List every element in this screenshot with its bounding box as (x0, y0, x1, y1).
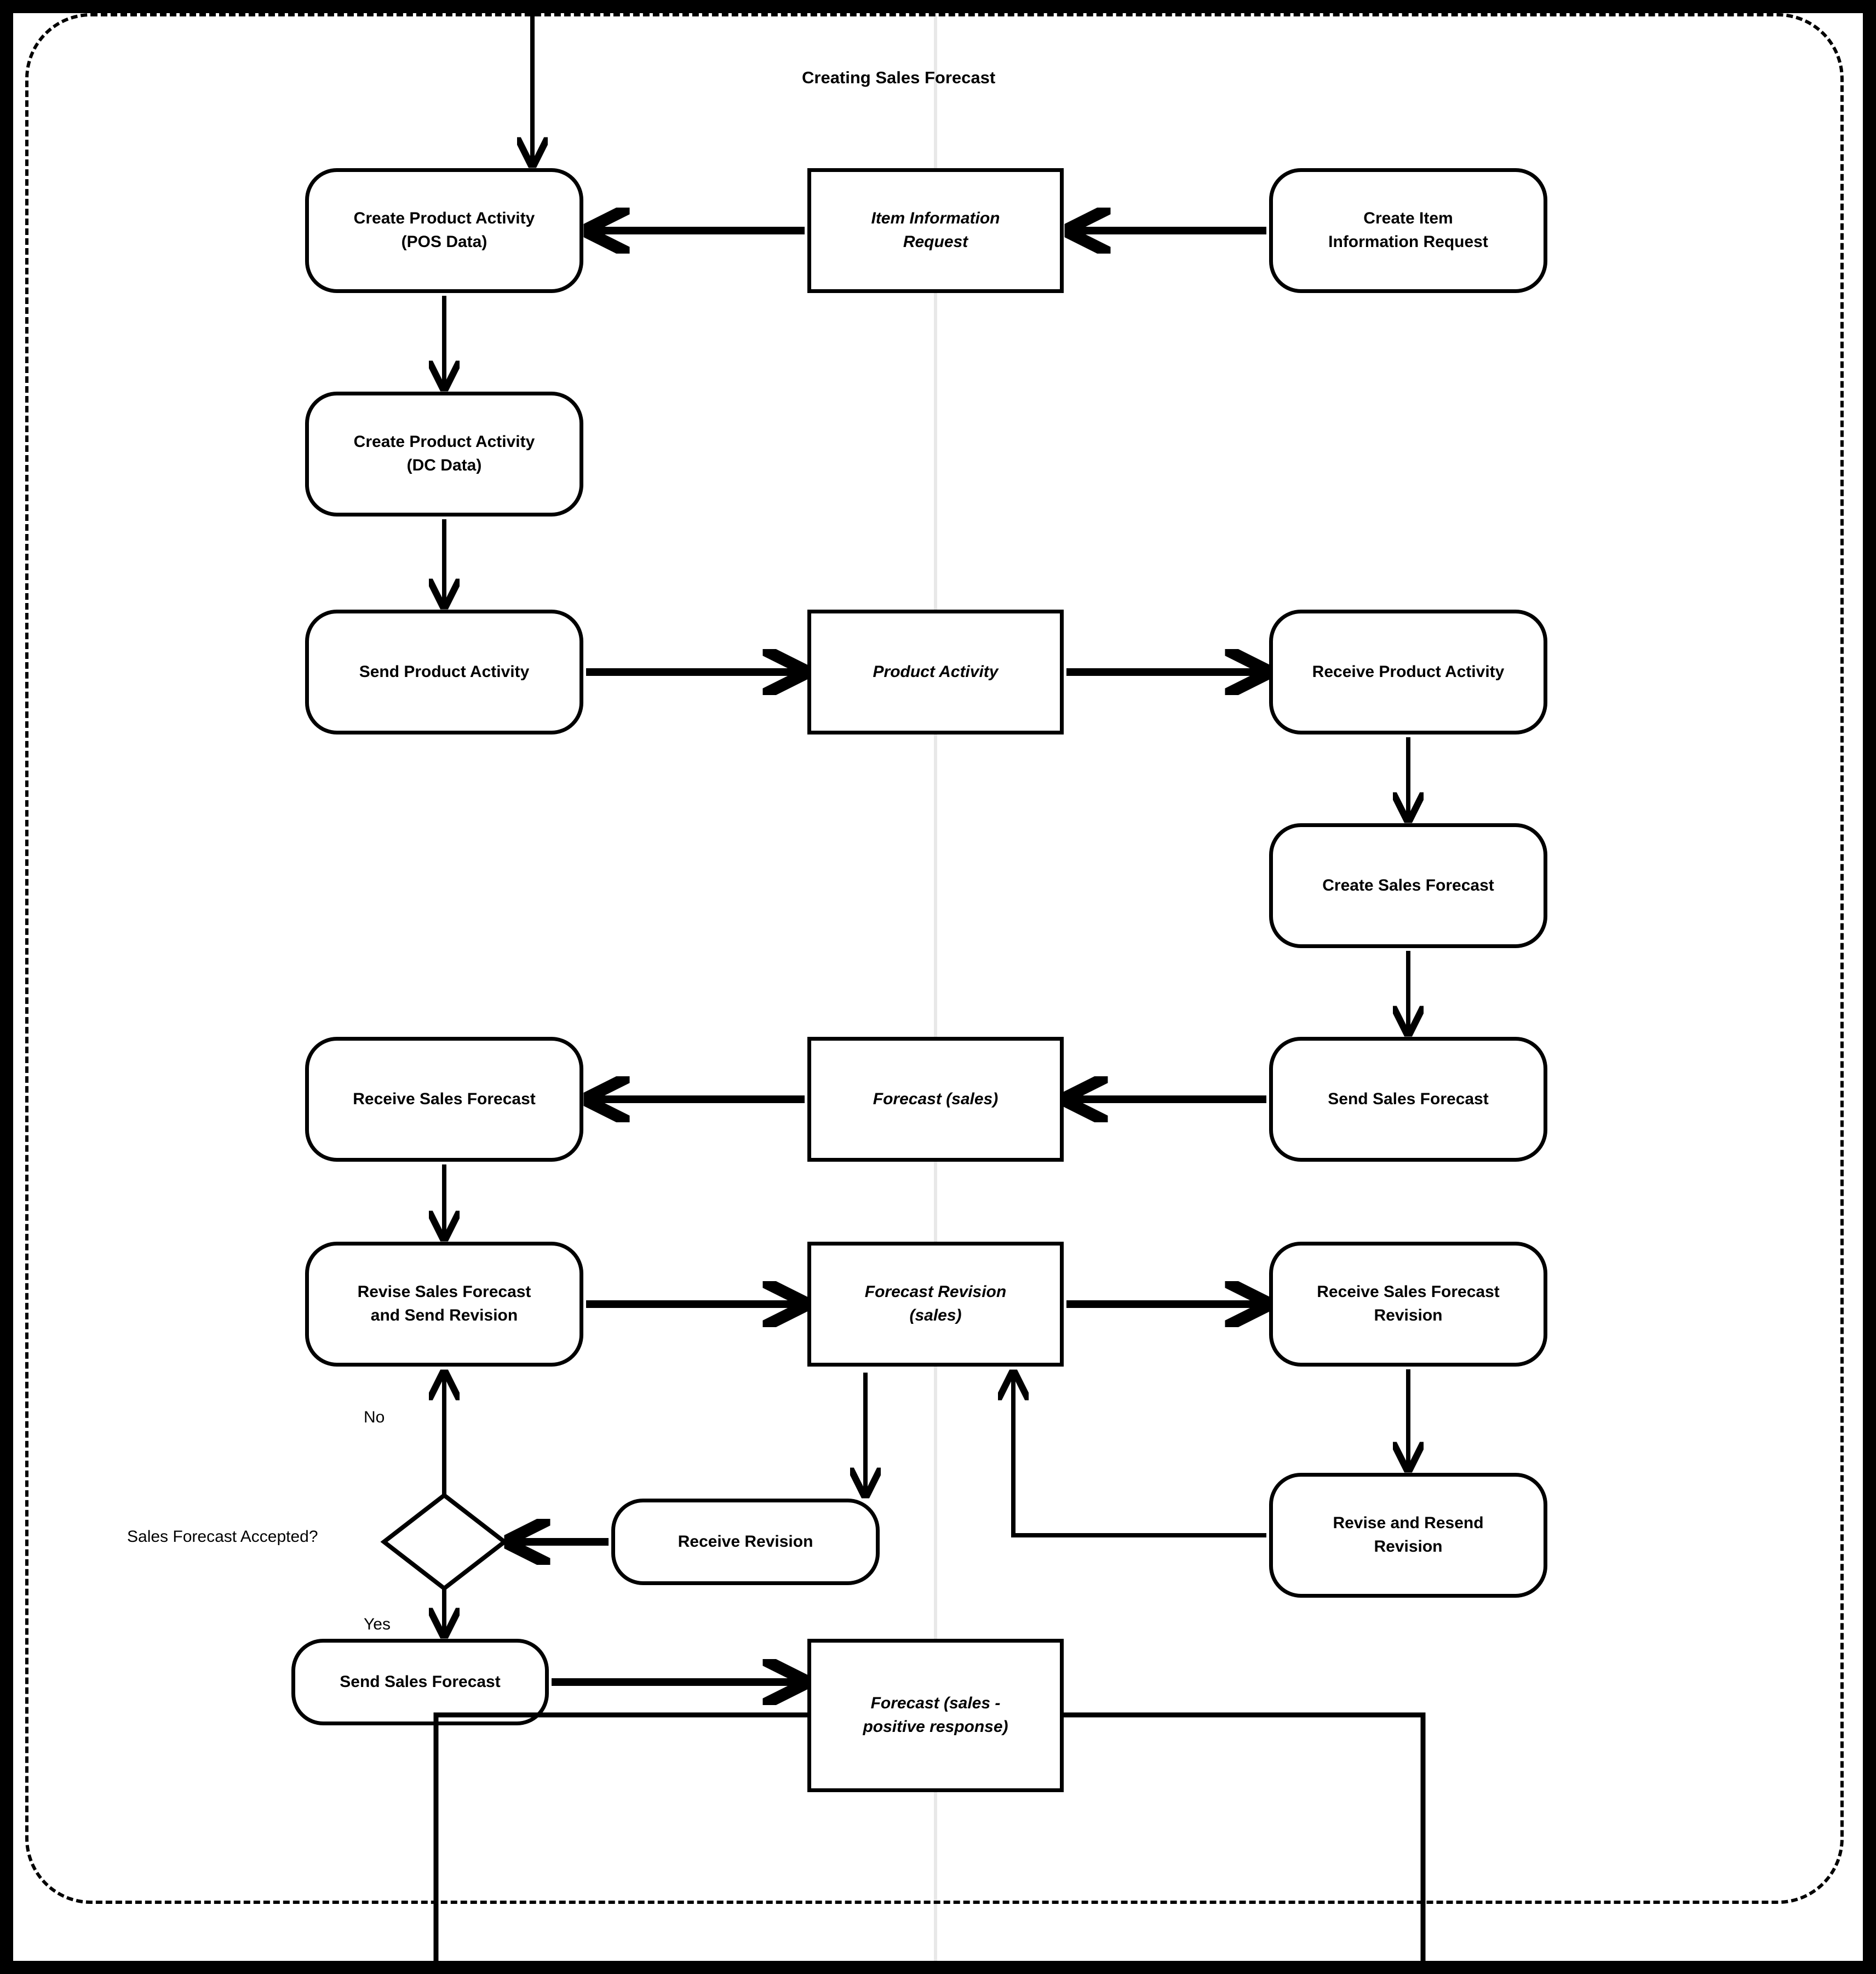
node-forecast-sales-positive-response[interactable]: Forecast (sales - positive response) (807, 1639, 1064, 1792)
diagram-canvas: Creating Sales Forecast Create Product A… (13, 13, 1863, 1961)
decision-question-label: Sales Forecast Accepted? (127, 1528, 318, 1546)
node-revise-and-resend-revision[interactable]: Revise and Resend Revision (1269, 1473, 1547, 1598)
node-label: Receive Product Activity (1312, 662, 1505, 681)
node-receive-revision[interactable]: Receive Revision (611, 1499, 880, 1585)
node-receive-product-activity[interactable]: Receive Product Activity (1269, 610, 1547, 734)
node-create-sales-forecast[interactable]: Create Sales Forecast (1269, 823, 1547, 948)
node-label: Forecast (sales - positive response) (863, 1694, 1008, 1736)
node-create-product-activity-pos[interactable]: Create Product Activity (POS Data) (305, 168, 583, 293)
node-create-product-activity-dc[interactable]: Create Product Activity (DC Data) (305, 392, 583, 517)
pool-title: Creating Sales Forecast (802, 68, 996, 87)
node-item-information-request[interactable]: Item Information Request (807, 168, 1064, 293)
node-label: Receive Sales Forecast Revision (1317, 1283, 1500, 1324)
node-label: Product Activity (873, 662, 999, 681)
node-product-activity[interactable]: Product Activity (807, 610, 1064, 734)
node-label: Send Product Activity (359, 662, 530, 681)
node-label: Item Information Request (871, 209, 1000, 251)
vertical-guide-line (934, 13, 937, 1961)
node-send-product-activity[interactable]: Send Product Activity (305, 610, 583, 734)
node-label: Receive Sales Forecast (353, 1089, 536, 1108)
node-label: Forecast (sales) (873, 1089, 999, 1108)
pool-boundary (25, 13, 1844, 1904)
node-forecast-sales[interactable]: Forecast (sales) (807, 1037, 1064, 1162)
node-create-item-information-request[interactable]: Create Item Information Request (1269, 168, 1547, 293)
node-receive-sales-forecast[interactable]: Receive Sales Forecast (305, 1037, 583, 1162)
node-label: Send Sales Forecast (340, 1672, 501, 1691)
edge-label-yes: Yes (364, 1615, 391, 1634)
node-label: Revise and Resend Revision (1333, 1514, 1484, 1556)
node-label: Revise Sales Forecast and Send Revision (357, 1283, 531, 1324)
node-label: Create Product Activity (DC Data) (353, 433, 535, 474)
node-label: Receive Revision (678, 1532, 813, 1551)
node-send-sales-forecast-bottom[interactable]: Send Sales Forecast (291, 1639, 549, 1725)
node-label: Create Sales Forecast (1322, 876, 1494, 894)
node-send-sales-forecast-right[interactable]: Send Sales Forecast (1269, 1037, 1547, 1162)
node-forecast-revision-sales[interactable]: Forecast Revision (sales) (807, 1242, 1064, 1367)
node-label: Create Item Information Request (1328, 209, 1488, 251)
node-revise-sales-forecast-and-send-revision[interactable]: Revise Sales Forecast and Send Revision (305, 1242, 583, 1367)
node-label: Forecast Revision (sales) (864, 1283, 1007, 1324)
edge-label-no: No (364, 1408, 385, 1427)
node-label: Send Sales Forecast (1328, 1089, 1489, 1108)
node-receive-sales-forecast-revision[interactable]: Receive Sales Forecast Revision (1269, 1242, 1547, 1367)
node-label: Create Product Activity (POS Data) (353, 209, 535, 251)
